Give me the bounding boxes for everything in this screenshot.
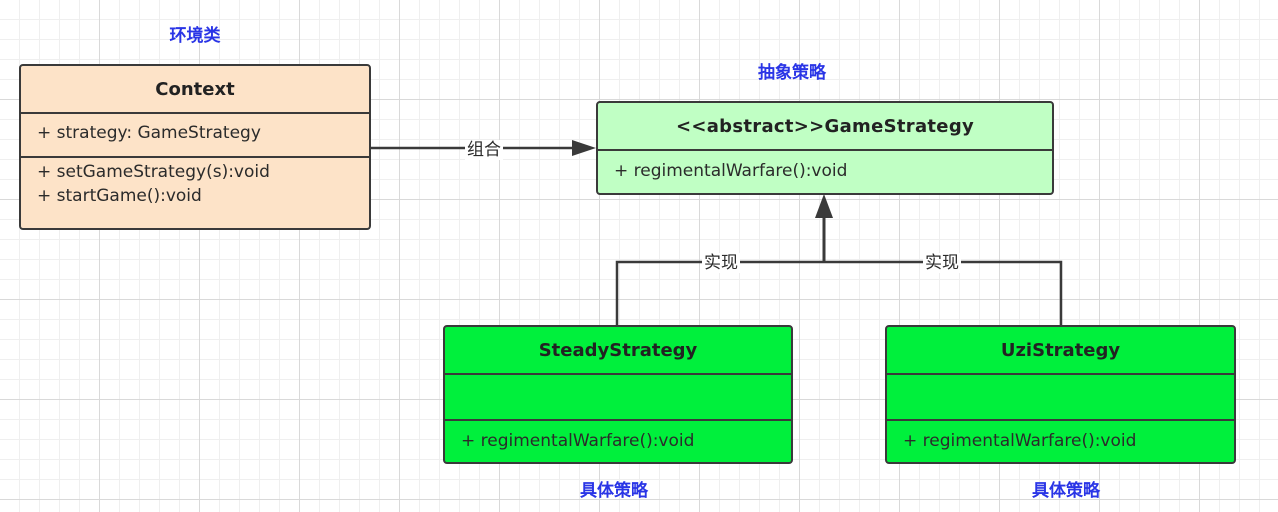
realization-label-right: 实现 [923, 253, 961, 273]
realization-arrowhead [815, 194, 833, 218]
context-class[interactable]: Context + strategy: GameStrategy + setGa… [19, 64, 371, 230]
context-methods: + setGameStrategy(s):void + startGame():… [21, 158, 369, 208]
concrete-strategy-caption-right: 具体策略 [1032, 481, 1100, 501]
composition-label: 组合 [465, 140, 503, 160]
realization-edges [615, 194, 1063, 326]
uzi-strategy-class[interactable]: UziStrategy + regimentalWarfare():void [885, 325, 1236, 464]
context-method: + startGame():void [37, 186, 202, 206]
steady-strategy-class[interactable]: SteadyStrategy + regimentalWarfare():voi… [443, 325, 793, 464]
realization-label-left: 实现 [702, 253, 740, 273]
steady-strategy-methods: + regimentalWarfare():void [445, 421, 791, 453]
game-strategy-method: + regimentalWarfare():void [614, 161, 848, 181]
uzi-strategy-class-name: UziStrategy [887, 327, 1234, 375]
steady-strategy-attributes [445, 375, 791, 421]
context-class-name: Context [21, 66, 369, 114]
context-caption: 环境类 [169, 26, 221, 46]
concrete-strategy-caption-left: 具体策略 [580, 481, 648, 501]
game-strategy-methods: + regimentalWarfare():void [598, 151, 1052, 183]
context-method: + setGameStrategy(s):void [37, 162, 270, 182]
uzi-strategy-method: + regimentalWarfare():void [903, 431, 1137, 451]
uzi-strategy-methods: + regimentalWarfare():void [887, 421, 1234, 453]
game-strategy-class-name: <<abstract>>GameStrategy [598, 103, 1052, 151]
context-attributes: + strategy: GameStrategy [21, 114, 369, 158]
abstract-strategy-caption: 抽象策略 [758, 63, 826, 83]
composition-arrowhead [572, 140, 596, 156]
game-strategy-class[interactable]: <<abstract>>GameStrategy + regimentalWar… [596, 101, 1054, 195]
steady-strategy-class-name: SteadyStrategy [445, 327, 791, 375]
context-attribute: + strategy: GameStrategy [37, 123, 261, 143]
steady-strategy-method: + regimentalWarfare():void [461, 431, 695, 451]
uzi-strategy-attributes [887, 375, 1234, 421]
